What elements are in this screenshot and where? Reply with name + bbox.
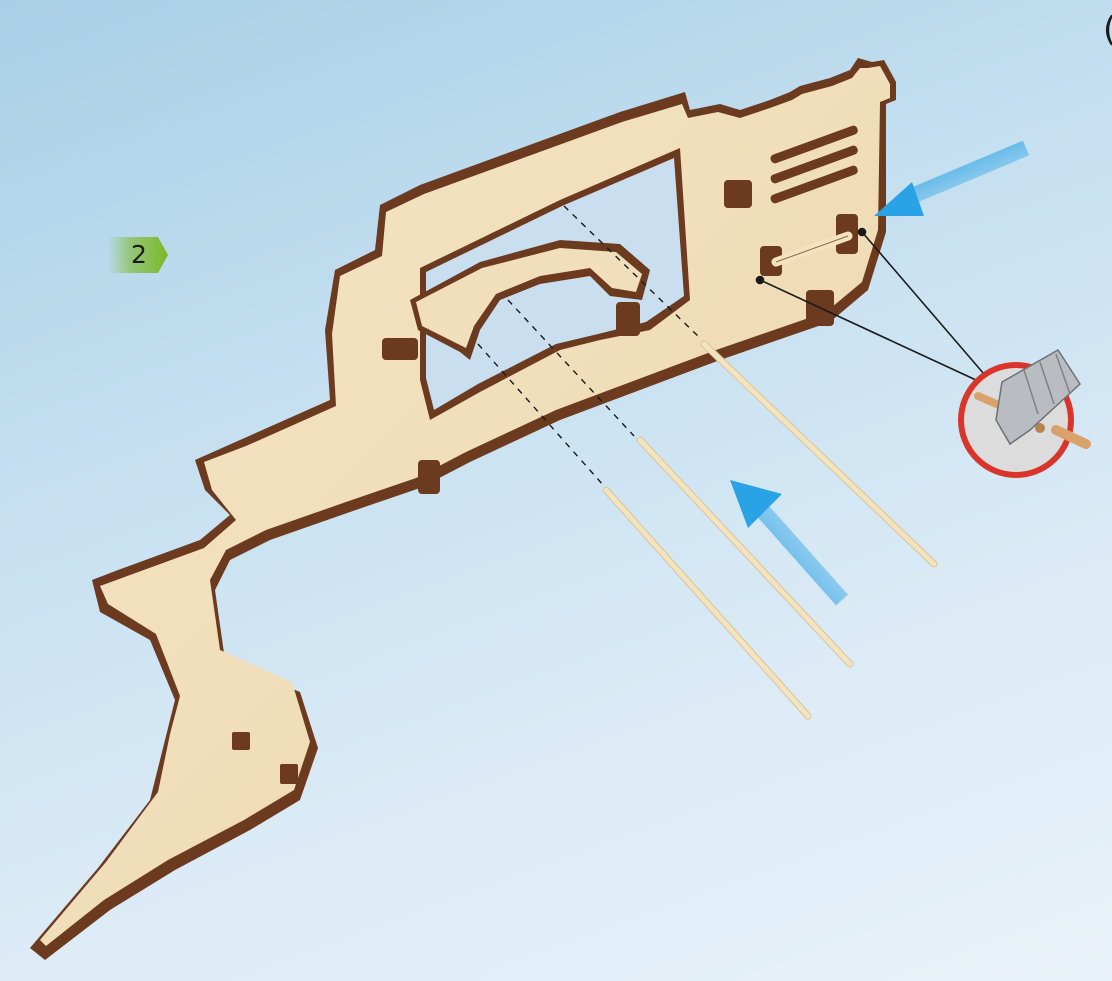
lug bbox=[616, 302, 640, 336]
insert-arrow-icon bbox=[730, 480, 842, 600]
toothpick bbox=[704, 344, 934, 564]
lug bbox=[382, 338, 418, 360]
lug bbox=[280, 764, 298, 784]
lug bbox=[724, 180, 752, 208]
arrow-shaft bbox=[912, 148, 1026, 196]
cut-off-glyph: ( bbox=[1103, 10, 1112, 50]
leader-dot bbox=[859, 229, 866, 236]
lug bbox=[418, 460, 440, 494]
step-badge-icon: 2 bbox=[108, 237, 170, 273]
leader-dot bbox=[757, 277, 764, 284]
toothpick bbox=[640, 440, 850, 664]
lug bbox=[232, 732, 250, 750]
step-number: 2 bbox=[124, 239, 154, 271]
leader-line bbox=[862, 232, 984, 374]
insert-arrow-icon bbox=[874, 148, 1026, 216]
